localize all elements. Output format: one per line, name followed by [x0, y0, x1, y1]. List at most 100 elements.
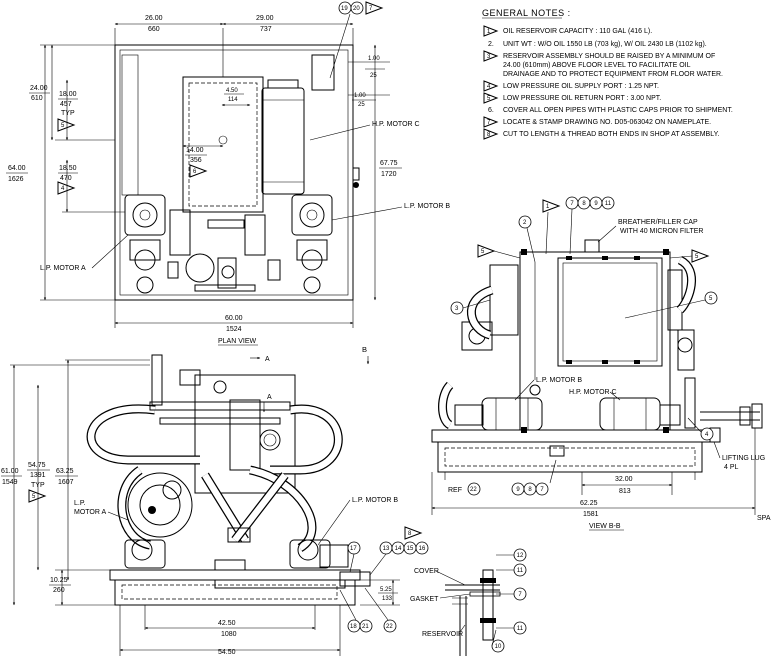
bb-ref-balloon-8: 8 — [528, 487, 532, 493]
balloon-19: 19 — [341, 6, 348, 12]
bb-balloon-8: 8 — [582, 201, 586, 207]
lifting-lug-1: LIFTING LUG — [722, 455, 765, 462]
bb-cover-bolts — [521, 249, 669, 433]
bb-flag-5a: 5 — [481, 249, 485, 255]
bb-lp-motor-b — [481, 397, 543, 431]
balloon-21: 21 — [362, 624, 369, 630]
breather-2: WITH 40 MICRON FILTER — [620, 228, 703, 235]
note-text: DRAINAGE AND TO PROTECT EQUIPMENT FROM F… — [503, 71, 723, 78]
dim-54-50: 54.50 — [218, 649, 236, 656]
bb-ref: REF — [448, 487, 462, 494]
dim-67-75: 67.75 — [380, 160, 398, 167]
note-text: LOW PRESSURE OIL SUPPLY PORT : 1.25 NPT. — [503, 83, 659, 90]
detail-gasket: GASKET — [410, 596, 439, 603]
flag-7: 7 — [369, 6, 373, 12]
balloon-15: 15 — [407, 546, 414, 552]
dim-1-00a: 1.00 — [368, 56, 380, 62]
front-reservoir — [194, 374, 296, 494]
bb-ref-balloon-9: 9 — [516, 487, 520, 493]
dim-5-25: 5.25 — [380, 587, 392, 593]
note-text: COVER ALL OPEN PIPES WITH PLASTIC CAPS P… — [503, 107, 733, 114]
bb-ref-balloons: 9 8 7 — [511, 482, 549, 496]
note-marker: 6. — [488, 107, 494, 114]
lp-motor-a-front-1: L.P. — [74, 500, 86, 507]
balloon-14: 14 — [395, 546, 402, 552]
dim-62-25: 62.25 — [580, 500, 598, 507]
dim-1581: 1581 — [583, 511, 599, 518]
detail-balloon-11: 11 — [517, 568, 524, 574]
dim-470: 470 — [60, 175, 72, 182]
bb-ref-balloon: 22 — [470, 487, 477, 493]
plan-lp-motor-b — [291, 194, 333, 294]
dim-737: 737 — [260, 26, 272, 33]
dim-4-50: 4.50 — [226, 88, 238, 94]
dim-356: 356 — [190, 157, 202, 164]
bb-balloon-4: 4 — [705, 432, 709, 438]
bb-lp-motor-b: L.P. MOTOR B — [536, 377, 582, 384]
bb-balloon-7: 7 — [570, 201, 574, 207]
bb-balloon-11: 11 — [605, 201, 612, 207]
dim-14: 14.00 — [186, 147, 204, 154]
bb-spa: SPA — [757, 515, 771, 522]
dim-63-25: 63.25 — [56, 468, 74, 475]
lp-motor-a-front-2: MOTOR A — [74, 509, 106, 516]
plan-view: 26.00 660 29.00 737 19 20 7 1.00 25 1.00… — [6, 1, 450, 346]
dim-1626: 1626 — [8, 176, 24, 183]
note-marker: 7 — [487, 120, 491, 126]
detail-balloon-10: 10 — [495, 644, 502, 650]
bb-ref-balloon-7: 7 — [540, 487, 544, 493]
note-marker: 2. — [488, 41, 494, 48]
section-a-mid: A — [267, 394, 272, 401]
plan-view-title: PLAN VIEW — [218, 338, 257, 345]
bb-hp-motor-c-label: H.P. MOTOR C — [569, 389, 617, 396]
front-flag-5: 5 — [32, 494, 36, 500]
dim-1391: 1391 — [30, 472, 46, 479]
dim-18: 18.00 — [59, 91, 77, 98]
dim-24: 24.00 — [30, 85, 48, 92]
dim-42-50: 42.50 — [218, 620, 236, 627]
dim-114: 114 — [228, 97, 238, 103]
bb-flag-5b: 5 — [695, 254, 699, 260]
dim-457: 457 — [60, 101, 72, 108]
label-lp-motor-a-plan: L.P. MOTOR A — [40, 265, 86, 272]
dim-25a: 25 — [370, 73, 377, 79]
detail-cover: COVER — [414, 568, 439, 575]
dim-610: 610 — [31, 95, 43, 102]
note-text: OIL RESERVOIR CAPACITY : 110 GAL (416 L)… — [503, 28, 652, 35]
note-marker: 3 — [487, 54, 491, 60]
dim-54-75: 54.75 — [28, 462, 46, 469]
plan-flag-5: 5 — [61, 123, 65, 129]
section-a-top: A — [265, 356, 270, 363]
note-marker: 4 — [487, 84, 491, 90]
dim-25b: 25 — [358, 102, 365, 108]
breather-1: BREATHER/FILLER CAP — [618, 219, 698, 226]
plan-hp-motor-c — [261, 87, 305, 195]
bb-balloon-3: 3 — [455, 306, 459, 312]
dim-10-25: 10.25 — [50, 577, 68, 584]
view-bb-title: VIEW B-B — [589, 523, 621, 530]
dim-1549: 1549 — [2, 479, 18, 486]
note-text: LOCATE & STAMP DRAWING NO. D05-063042 ON… — [503, 119, 711, 126]
label-hp-motor-c: H.P. MOTOR C — [372, 121, 420, 128]
detail-balloon-11: 11 — [517, 626, 524, 632]
balloon-18: 18 — [350, 624, 357, 630]
dim-61: 61.00 — [1, 468, 19, 475]
front-lp-pump-a — [124, 472, 193, 569]
note-text: LOW PRESSURE OIL RETURN PORT : 3.00 NPT. — [503, 95, 661, 102]
view-bb: 1 7 8 9 11 BREATHER/FILLER CAP WITH 40 MICR… — [431, 196, 771, 531]
bb-flag-1: 1 — [546, 204, 550, 210]
front-flag-8: 8 — [408, 531, 412, 537]
note-marker: 5 — [487, 96, 491, 102]
label-lp-motor-b-plan: L.P. MOTOR B — [404, 203, 450, 210]
bb-hp-motor-c — [599, 397, 661, 431]
note-text: UNIT WT : W/O OIL 1550 LB (703 kg), W/ O… — [503, 41, 707, 48]
dim-1080: 1080 — [221, 631, 237, 638]
balloon-20: 20 — [353, 6, 360, 12]
detail-balloon-7: 7 — [518, 592, 522, 598]
